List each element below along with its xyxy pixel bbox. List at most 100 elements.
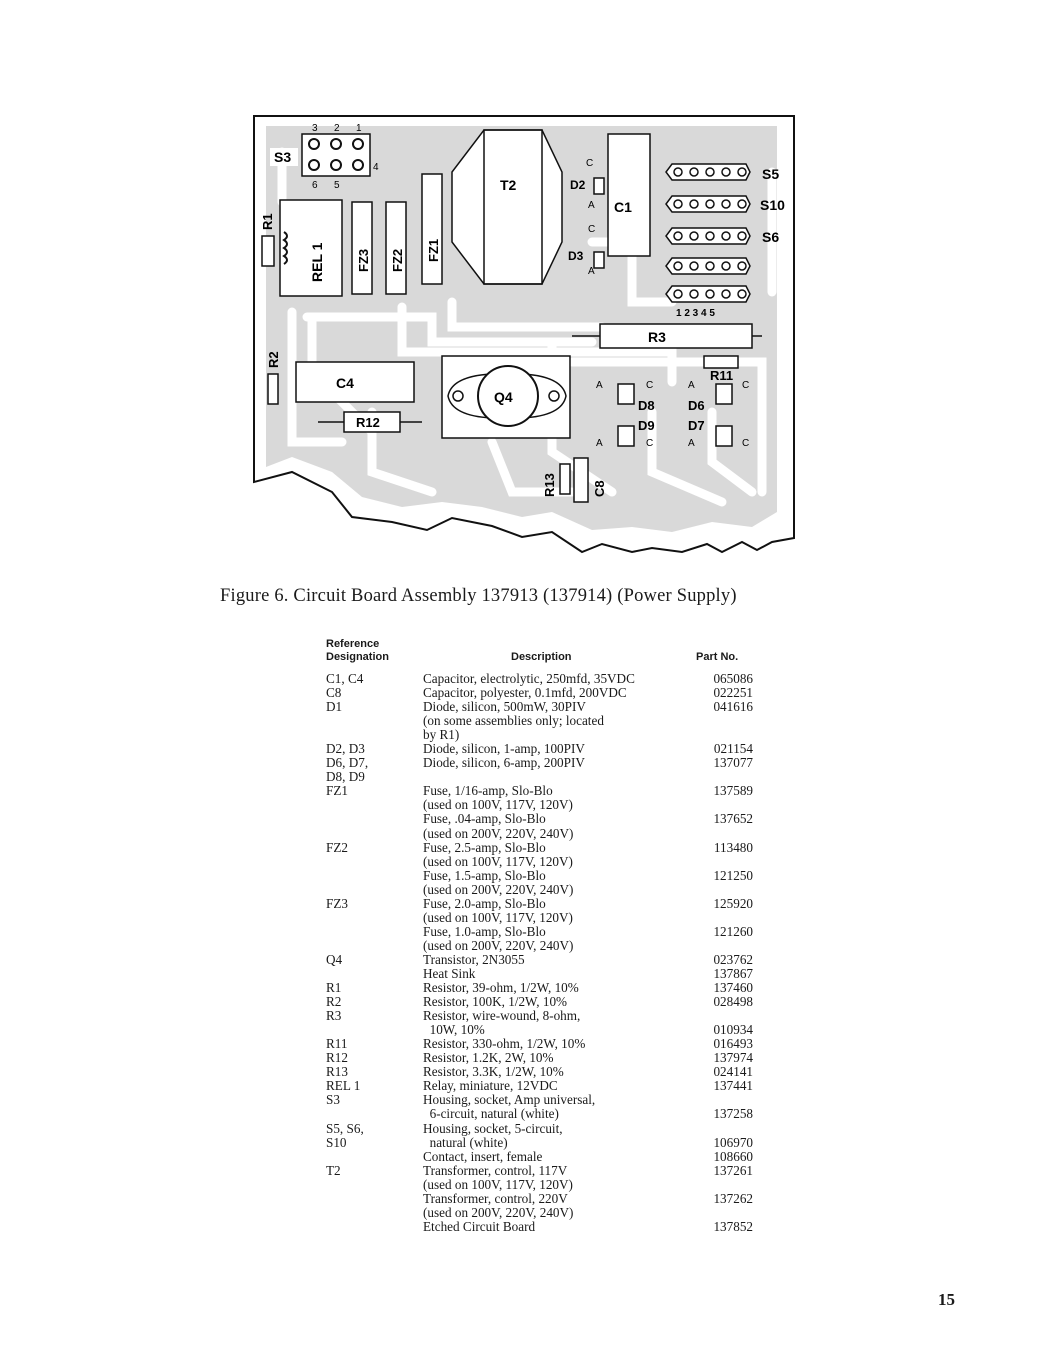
- d6-label: D6: [688, 398, 705, 413]
- description-cell: Resistor, 39-ohm, 1/2W, 10%: [423, 980, 579, 996]
- part-number-cell: 137852: [713, 1218, 753, 1234]
- description-cell: [423, 770, 693, 784]
- reference-cell: D2, D3: [326, 741, 365, 757]
- description-cell: Resistor, wire-wound, 8-ohm,: [423, 1008, 581, 1024]
- d2-cathode-label: C: [586, 158, 593, 169]
- description-cell: (used on 100V, 117V, 120V): [423, 853, 573, 869]
- d9-label: D9: [638, 418, 655, 433]
- reference-cell: [326, 911, 423, 925]
- header-description: Description: [511, 651, 572, 663]
- r13-label: R13: [542, 473, 557, 497]
- description-cell: (used on 200V, 220V, 240V): [423, 1204, 574, 1220]
- table-row: (used on 200V, 220V, 240V): [326, 826, 756, 841]
- r2-label: R2: [266, 351, 281, 368]
- part-number-cell: [693, 714, 753, 728]
- part-number-cell: 121260: [713, 923, 753, 939]
- part-number-cell: [693, 798, 753, 812]
- reference-cell: C8: [326, 685, 342, 701]
- table-row: 10W, 10%010934: [326, 1023, 756, 1037]
- reference-cell: T2: [326, 1162, 341, 1178]
- description-cell: Fuse, 1/16-amp, Slo-Blo: [423, 783, 553, 799]
- header-reference-line2: Designation: [326, 651, 389, 663]
- reference-cell: R11: [326, 1036, 348, 1052]
- part-number-cell: 010934: [713, 1022, 753, 1038]
- c1-label: C1: [614, 199, 632, 215]
- reference-cell: C1, C4: [326, 671, 364, 686]
- reference-cell: [326, 1150, 423, 1164]
- description-cell: Resistor, 100K, 1/2W, 10%: [423, 994, 568, 1010]
- d2-anode-label: A: [588, 200, 595, 211]
- reference-cell: R13: [326, 1064, 348, 1080]
- d8-label: D8: [638, 398, 655, 413]
- reference-cell: [326, 1023, 423, 1037]
- reference-cell: FZ2: [326, 839, 348, 855]
- description-cell: Fuse, .04-amp, Slo-Blo: [423, 811, 546, 827]
- description-cell: by R1): [423, 727, 460, 743]
- table-row: (used on 200V, 220V, 240V): [326, 1204, 756, 1220]
- c8-label: C8: [592, 480, 607, 497]
- part-number-cell: 137867: [713, 965, 753, 981]
- description-cell: Fuse, 2.5-amp, Slo-Blo: [423, 839, 546, 855]
- d6-anode-label: A: [688, 380, 695, 391]
- reference-cell: S10: [326, 1134, 347, 1150]
- fz1-label: FZ1: [426, 239, 441, 262]
- header-reference: Reference Designation: [326, 638, 389, 664]
- part-number-cell: [693, 1178, 753, 1192]
- reference-cell: [326, 1192, 423, 1206]
- description-cell: Relay, miniature, 12VDC: [423, 1078, 558, 1094]
- d9-anode-label: A: [596, 438, 603, 449]
- d3-label: D3: [568, 249, 584, 263]
- fz3-label: FZ3: [356, 249, 371, 272]
- description-cell: Fuse, 2.0-amp, Slo-Blo: [423, 895, 546, 911]
- description-cell: (on some assemblies only; located: [423, 713, 604, 729]
- s5-label: S5: [762, 166, 779, 182]
- description-cell: Diode, silicon, 6-amp, 200PIV: [423, 755, 585, 771]
- table-row: D8, D9: [326, 770, 756, 784]
- s6-label: S6: [762, 229, 779, 245]
- part-number-cell: 024141: [713, 1064, 753, 1080]
- description-cell: Capacitor, polyester, 0.1mfd, 200VDC: [423, 685, 627, 701]
- description-cell: Fuse, 1.5-amp, Slo-Blo: [423, 867, 546, 883]
- part-number-cell: [693, 1122, 753, 1136]
- part-number-cell: 121250: [713, 867, 753, 883]
- reference-cell: Q4: [326, 951, 343, 967]
- table-row: (used on 100V, 117V, 120V): [326, 798, 756, 812]
- d8-cathode-label: C: [646, 380, 653, 391]
- description-cell: Resistor, 1.2K, 2W, 10%: [423, 1050, 554, 1066]
- d2-label: D2: [570, 178, 586, 192]
- reference-cell: [326, 714, 423, 728]
- table-row: Fuse, 1.5-amp, Slo-Blo 121250: [326, 867, 756, 883]
- description-cell: Housing, socket, Amp universal,: [423, 1092, 596, 1108]
- description-cell: (used on 100V, 117V, 120V): [423, 1176, 573, 1192]
- reference-cell: [326, 883, 423, 897]
- part-number-cell: 137262: [713, 1190, 753, 1206]
- c4-label: C4: [336, 375, 354, 391]
- part-number-cell: 022251: [713, 685, 753, 701]
- part-number-cell: 137077: [713, 755, 753, 771]
- part-number-cell: 023762: [713, 951, 753, 967]
- connector-pin-numbers: 1 2 3 4 5: [676, 308, 715, 319]
- d8-anode-label: A: [596, 380, 603, 391]
- reference-cell: [326, 827, 423, 841]
- part-number-cell: 137258: [713, 1106, 753, 1122]
- reference-cell: [326, 869, 423, 883]
- description-cell: Transistor, 2N3055: [423, 951, 525, 967]
- description-cell: 6-circuit, natural (white): [423, 1106, 559, 1122]
- part-number-cell: 113480: [713, 839, 753, 855]
- d9-cathode-label: C: [646, 438, 653, 449]
- reference-cell: [326, 939, 423, 953]
- s3-pin-label: 3: [312, 123, 318, 134]
- reference-cell: [326, 1206, 423, 1220]
- table-row: S10 natural (white)106970: [326, 1134, 756, 1150]
- table-row: 6-circuit, natural (white) 137258: [326, 1107, 756, 1121]
